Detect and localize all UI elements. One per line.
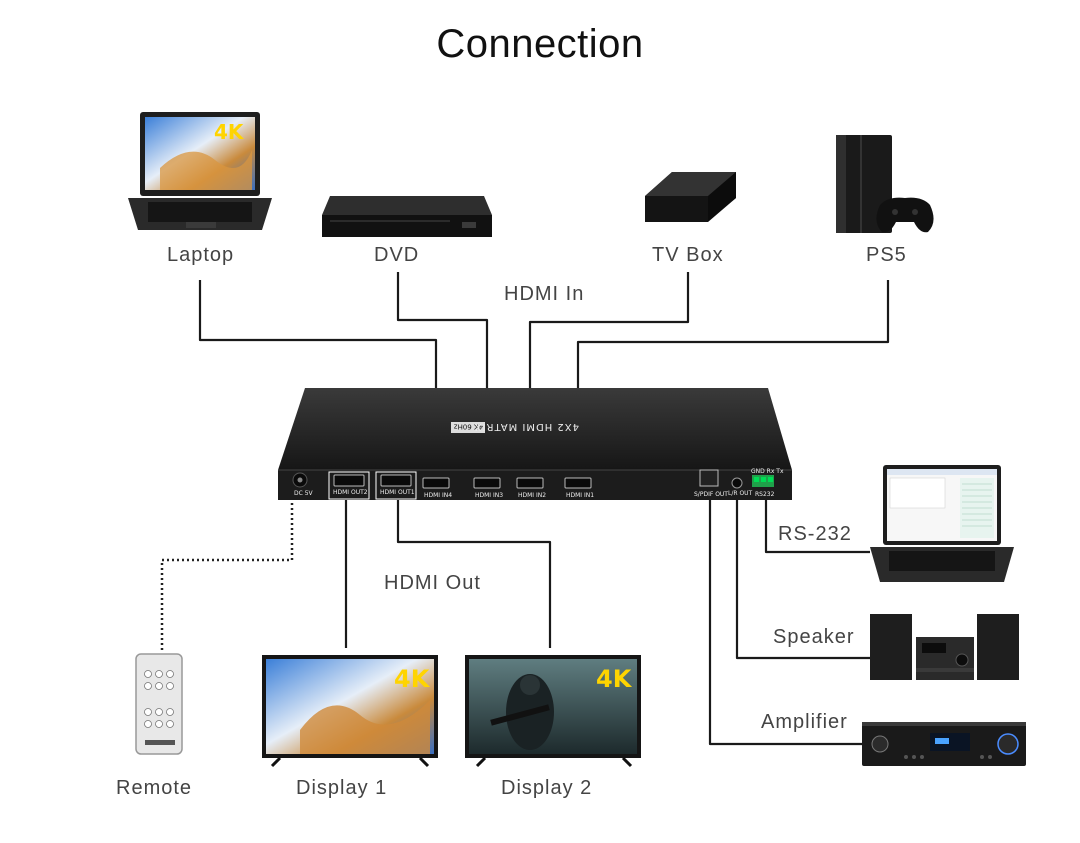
device-badge-bg [451, 422, 485, 433]
cable-remote-ir [160, 498, 294, 650]
source-label-tvbox: TV Box [652, 244, 724, 266]
label-rs232: RS-232 [778, 523, 852, 545]
port-label-rs232-pins: GND Rx Tx [751, 468, 784, 475]
device-name: 4X2 HDMI MATRIX [474, 421, 579, 432]
page-title: Connection [436, 22, 644, 66]
port-label-in1: HDMI IN1 [566, 492, 594, 499]
device-labels: DC 5V HDMI OUT2 HDMI OUT1 HDMI IN4 HDMI … [294, 421, 784, 499]
output-label-display1: Display 1 [296, 777, 388, 799]
cable-spdif-amplifier [708, 496, 862, 746]
label-amplifier: Amplifier [761, 711, 848, 733]
source-label-dvd: DVD [374, 244, 420, 266]
port-label-out1: HDMI OUT1 [380, 489, 415, 496]
port-label-rs232: RS232 [755, 491, 775, 498]
dvd-player-image [322, 196, 492, 237]
ps5-console-image [836, 135, 934, 233]
port-label-in4: HDMI IN4 [424, 492, 452, 499]
display-1-image [262, 655, 438, 768]
cable-rs232 [764, 498, 870, 554]
hdmi-ports [333, 474, 592, 489]
remote-image [135, 653, 183, 755]
speaker-image [870, 614, 1019, 680]
hdmi-in-label: HDMI In [504, 283, 585, 305]
output-cables [344, 496, 870, 746]
laptop-image [128, 112, 272, 230]
amplifier-image [862, 722, 1026, 766]
port-label-dc: DC 5V [294, 490, 314, 497]
laptop-4k-badge: 4K [214, 120, 245, 144]
output-label-display2: Display 2 [501, 777, 593, 799]
hdmi-out-label: HDMI Out [384, 572, 481, 594]
source-label-ps5: PS5 [866, 244, 907, 266]
rs232-laptop-image [870, 465, 1014, 582]
tv-box-image [645, 172, 736, 222]
port-label-in2: HDMI IN2 [518, 492, 546, 499]
hdmi-matrix-device [278, 388, 792, 500]
port-label-lr: L/R OUT [728, 490, 753, 497]
device-badge: 4K 60Hz [454, 423, 483, 431]
port-label-in3: HDMI IN3 [475, 492, 503, 499]
port-label-spdif: S/PDIF OUT [694, 491, 728, 498]
label-speaker: Speaker [773, 626, 855, 648]
display-2-4k-badge: 4K [596, 665, 633, 693]
port-label-out2: HDMI OUT2 [333, 489, 368, 496]
source-label-laptop: Laptop [167, 244, 235, 266]
cable-lr-speaker [735, 496, 870, 660]
output-label-remote: Remote [116, 777, 193, 799]
display-2-image [465, 655, 641, 768]
display-1-4k-badge: 4K [394, 665, 431, 693]
cable-out1-display2 [396, 500, 552, 648]
